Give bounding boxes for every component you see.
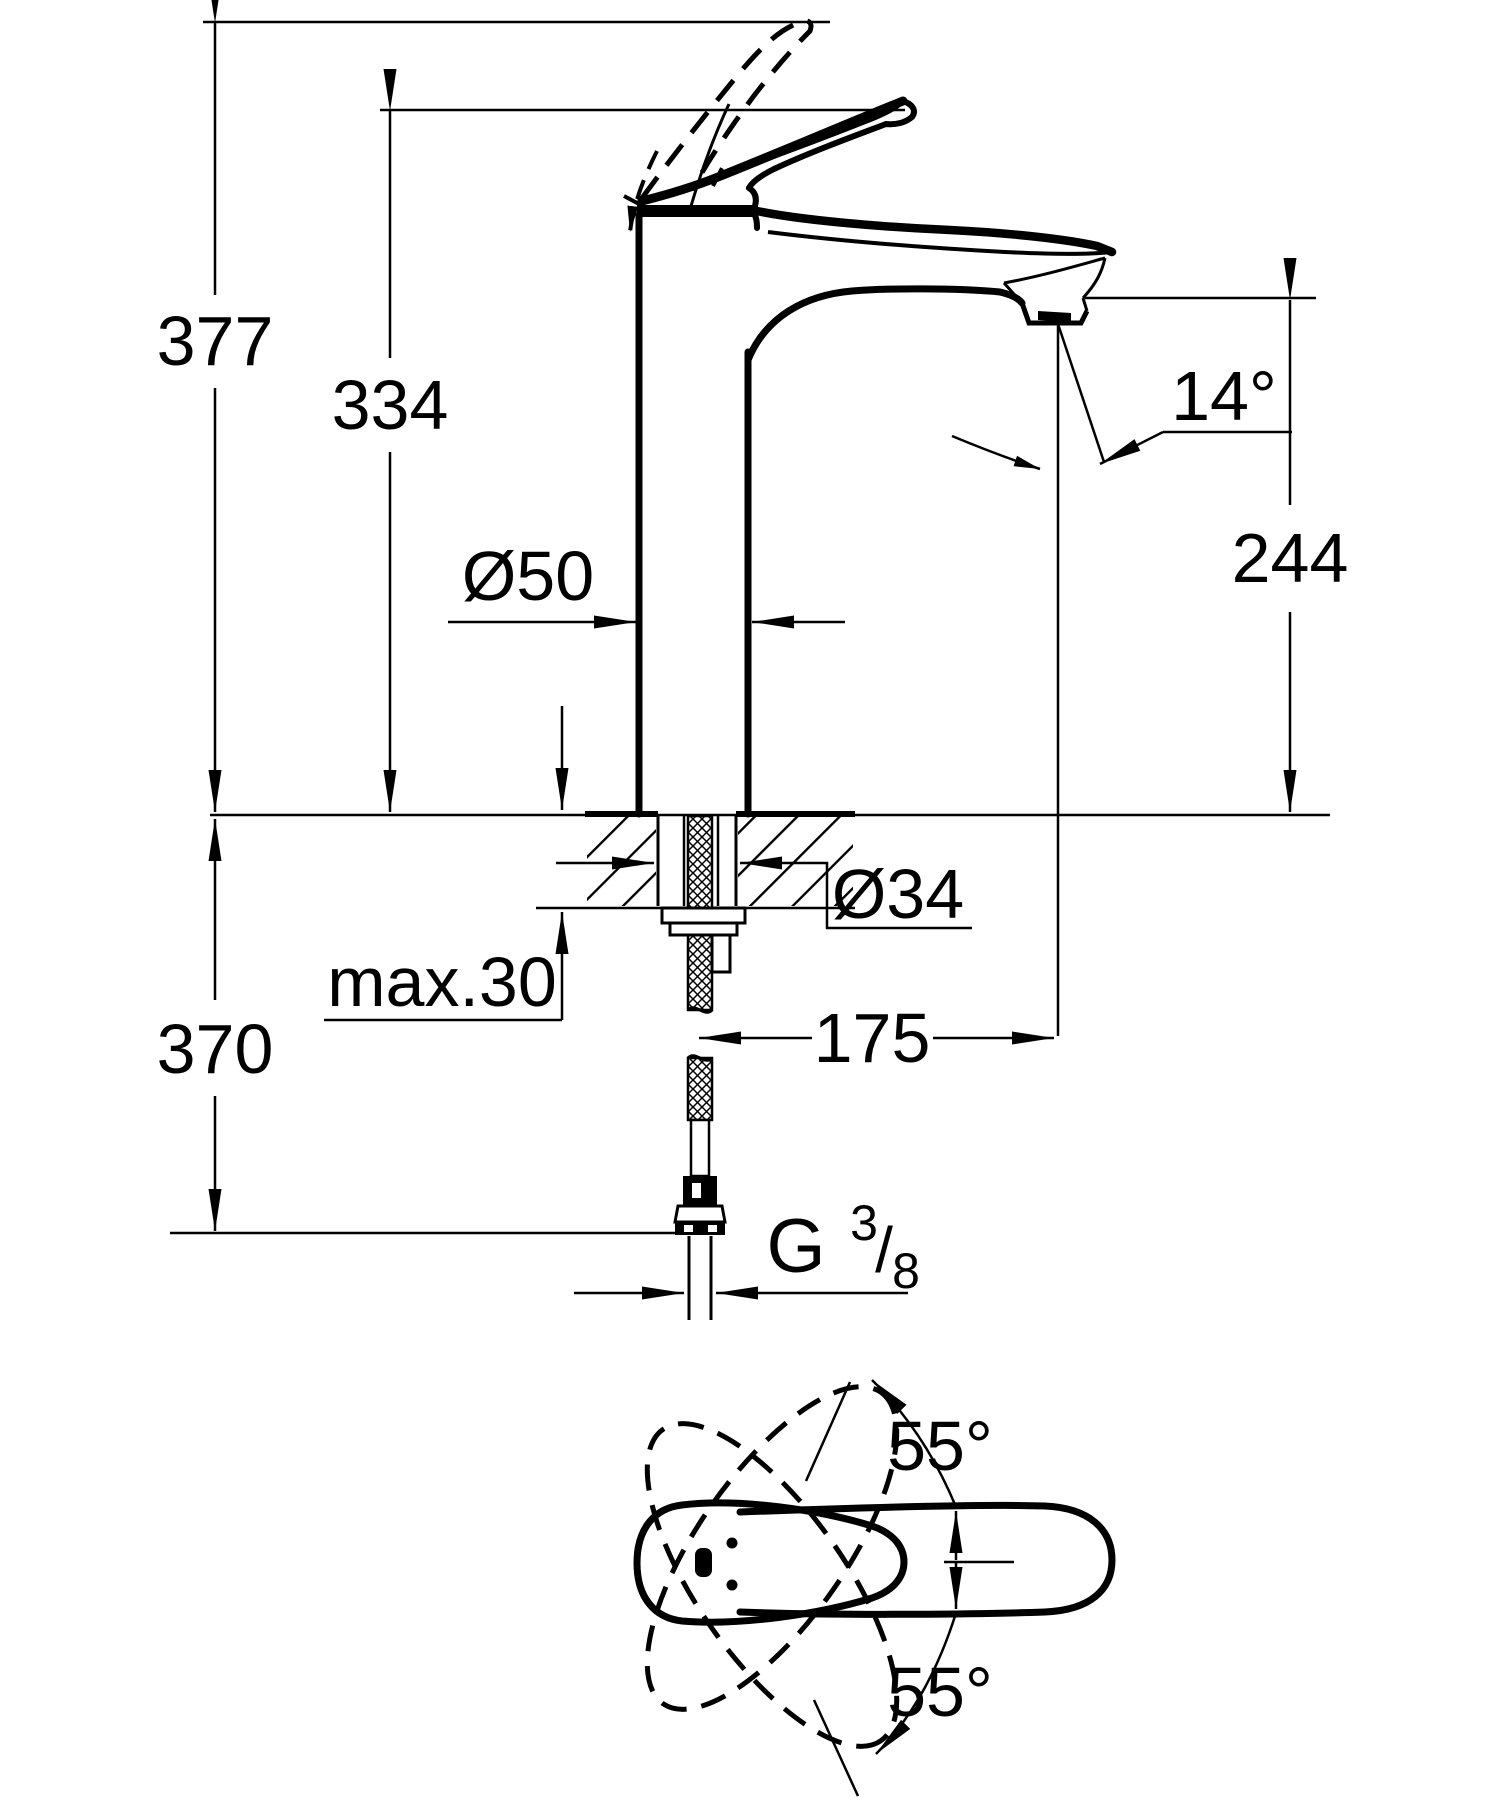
aerator-housing <box>1019 302 1090 326</box>
mounting-flange <box>660 906 747 974</box>
lever-spine-line <box>663 104 900 196</box>
handle-dot-lower <box>726 1579 738 1591</box>
bar-to-spout-joint <box>750 208 760 231</box>
outlet-angle-line <box>1056 323 1106 463</box>
dim-label-55-lower: 55° <box>887 1653 993 1731</box>
dim-label-334: 334 <box>332 366 449 444</box>
dim-label-g38-slash: / <box>875 1214 893 1286</box>
dimension-d34: Ø34 <box>556 855 972 933</box>
hose-smooth-section <box>689 1118 711 1178</box>
lever-tip <box>883 98 917 128</box>
aerator-outlet-slot <box>1038 311 1071 322</box>
lever-rear-curve <box>746 185 759 212</box>
spout-endcap-top <box>1003 256 1106 285</box>
spout-swivel-arc <box>951 434 1041 471</box>
handle-indicator-bar <box>695 1548 712 1577</box>
dimension-334: 334 <box>332 69 449 812</box>
lever-raised-dashed <box>627 18 814 233</box>
spout-inner-line <box>767 230 1113 256</box>
shank-and-hose <box>660 814 747 1320</box>
faucet-side-view <box>623 18 1117 818</box>
dim-55-upper-arc <box>871 1379 958 1508</box>
dimension-g38: G 3 / 8 <box>574 1195 920 1300</box>
deck-hatch-left <box>587 817 656 906</box>
braided-hose <box>686 1056 714 1122</box>
flange-tab <box>710 933 732 974</box>
lever-raised-outline <box>639 18 814 200</box>
dim-label-175: 175 <box>814 999 931 1077</box>
dim-label-g38-numerator: 3 <box>850 1195 878 1251</box>
collar-band-slot-right <box>708 1225 717 1232</box>
dim-label-d34: Ø34 <box>832 855 964 933</box>
spout-endcap-right <box>1081 257 1107 300</box>
lever-swing-path <box>689 103 731 207</box>
hose-break-upper <box>686 1006 714 1014</box>
lever-bottom-edge <box>746 121 889 191</box>
lever-front-lip <box>623 194 640 206</box>
dim-55-lower-tick <box>812 1699 860 1797</box>
collar-band-slot-left <box>684 1225 693 1232</box>
dim-label-g38-g: G <box>766 1204 825 1289</box>
connector-collar <box>673 1204 727 1224</box>
dim-55-lower-arc <box>875 1612 958 1755</box>
dim-14deg-leader-arrow <box>1099 430 1164 466</box>
dim-label-max30: max.30 <box>327 943 557 1021</box>
dim-label-370: 370 <box>157 1010 274 1088</box>
spout-underside <box>744 285 1026 364</box>
handle-dot-upper <box>726 1537 738 1549</box>
aerator-right-edge <box>1081 297 1089 312</box>
handle-lever-outline <box>736 1501 1116 1618</box>
dim-label-55-upper: 55° <box>887 1407 993 1485</box>
dim-label-14deg: 14° <box>1171 357 1277 435</box>
dimension-55-upper: 55° <box>804 1379 993 1508</box>
dimension-d50: Ø50 <box>448 537 845 629</box>
spout-endcap-left <box>1002 281 1024 305</box>
dim-label-377: 377 <box>157 302 274 380</box>
connector-nut-slot <box>692 1183 701 1198</box>
dimension-377: 377 <box>157 0 274 812</box>
dimension-244: 244 <box>1232 258 1349 812</box>
dim-label-d50: Ø50 <box>462 537 594 615</box>
spout-top-edge <box>752 206 1117 257</box>
collar-band <box>675 1222 725 1235</box>
lever-solid <box>623 96 917 231</box>
handle-cap-outline <box>633 1499 908 1626</box>
dimension-370: 370 <box>157 819 274 1231</box>
dimension-175: 175 <box>699 999 1054 1077</box>
dim-55-upper-tick <box>804 1381 852 1482</box>
flange-step-1 <box>660 906 747 925</box>
dimension-14deg: 14° <box>951 357 1292 471</box>
dimension-max30: max.30 <box>324 706 569 1022</box>
lever-raised-inner-fragment <box>711 163 737 187</box>
lever-swing-arc-dashed <box>627 150 659 233</box>
dimension-55-lower: 55° <box>812 1612 993 1797</box>
flange-step-2 <box>668 921 739 937</box>
dim-label-244: 244 <box>1232 519 1349 597</box>
dim-label-g38-denominator: 8 <box>892 1243 920 1299</box>
dim-d34-leader <box>802 861 972 930</box>
